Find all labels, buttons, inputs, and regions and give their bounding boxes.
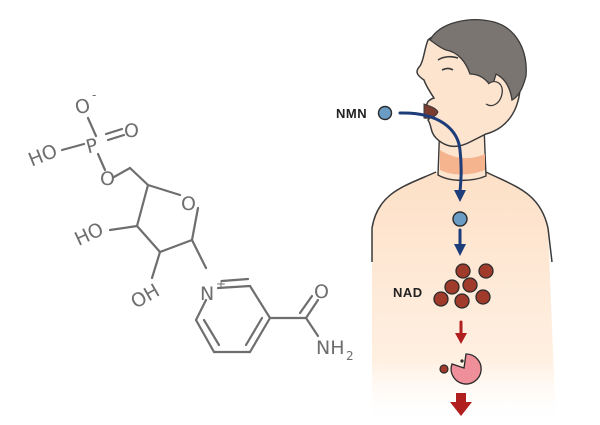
bond-p-o-minus: [86, 116, 98, 138]
decline-arrow-shaft: [456, 393, 466, 403]
consumed-nad-dot: [439, 364, 449, 374]
nad-dot: [455, 263, 471, 279]
bond-c3-c4ring-double: [244, 316, 264, 347]
atom-ho-left: HO: [25, 140, 60, 171]
bond-c6-n: [194, 298, 208, 322]
bond-c-nh2: [304, 316, 320, 338]
molecule-atom-labels: O - HO P O O O HO OH N + O NH 2: [25, 88, 353, 363]
bond-n-c2-double: [220, 277, 250, 283]
enzyme-eye: [460, 359, 464, 363]
nad-molecule-cluster: [433, 263, 494, 309]
eyebrow: [437, 55, 459, 61]
bond-ho-p: [60, 142, 86, 152]
bond-c-o-2: [298, 294, 314, 315]
ingestion-arrowhead: [454, 190, 466, 202]
atom-p: P: [84, 134, 101, 158]
nad-dot: [478, 263, 494, 279]
bond-n-c2: [216, 284, 252, 290]
ingestion-arrow: [398, 111, 463, 194]
atom-oh-bottom: OH: [127, 280, 163, 314]
bond-p-o-double-1: [104, 127, 124, 136]
neck-shadow: [440, 150, 485, 175]
bond-o-ch2: [112, 166, 132, 179]
atom-o-double: O: [124, 120, 139, 142]
nmn-label: NMN: [336, 106, 367, 121]
eye: [441, 67, 454, 71]
bond-c3-c4: [135, 183, 150, 228]
conversion-arrowhead: [454, 244, 466, 256]
enzyme-pacman-icon: [450, 353, 482, 385]
consumption-arrowhead: [455, 333, 467, 344]
bond-p-o-bridge: [96, 152, 107, 172]
nmn-molecule-dot: [377, 105, 393, 121]
nad-dot: [433, 291, 449, 307]
atom-minus-sign: -: [92, 88, 96, 102]
nad-dot: [444, 279, 460, 295]
bond-ch2-c4: [128, 166, 150, 187]
bond-o-ring-c1: [190, 206, 200, 242]
atom-nh2-subscript: 2: [346, 349, 354, 363]
torso-outline-right: [485, 171, 553, 263]
bond-c2-c3ring: [248, 284, 272, 320]
bond-c2-c3: [135, 224, 162, 254]
bond-c4-o-ring: [146, 183, 182, 197]
torso-outline-left: [371, 171, 437, 262]
atom-plus-sign: +: [216, 277, 226, 291]
atom-o-amide: O: [314, 281, 329, 303]
bond-c5-c6ring-double: [202, 318, 221, 347]
bond-c2-oh: [150, 250, 162, 280]
atom-o-minus: O: [73, 94, 93, 119]
decline-arrowhead: [450, 402, 472, 416]
nad-dot: [462, 277, 478, 293]
bond-c-o-1: [304, 298, 320, 320]
nad-dot: [475, 289, 491, 305]
atom-ho-mid: HO: [71, 218, 107, 250]
bond-c1-c2: [158, 238, 194, 254]
absorbed-nmn-dot: [452, 211, 468, 227]
atom-n-pyridinium: N: [200, 283, 214, 305]
bond-c3-c4ring: [248, 316, 272, 354]
nad-dot: [454, 293, 470, 309]
bond-c5-c6ring: [194, 318, 216, 354]
atom-o-bridge: O: [100, 168, 115, 190]
bond-c1-n: [190, 238, 208, 270]
bond-p-o-double-2: [106, 133, 126, 142]
bond-c3-oh: [108, 224, 139, 232]
ear: [485, 80, 503, 107]
nmn-chemical-structure: [60, 116, 320, 354]
nad-label: NAD: [393, 285, 423, 300]
metabolic-flow: NMN NAD: [336, 105, 494, 416]
atom-nh2: NH: [316, 337, 345, 359]
hair: [429, 19, 527, 101]
atom-o-ring: O: [181, 193, 196, 215]
